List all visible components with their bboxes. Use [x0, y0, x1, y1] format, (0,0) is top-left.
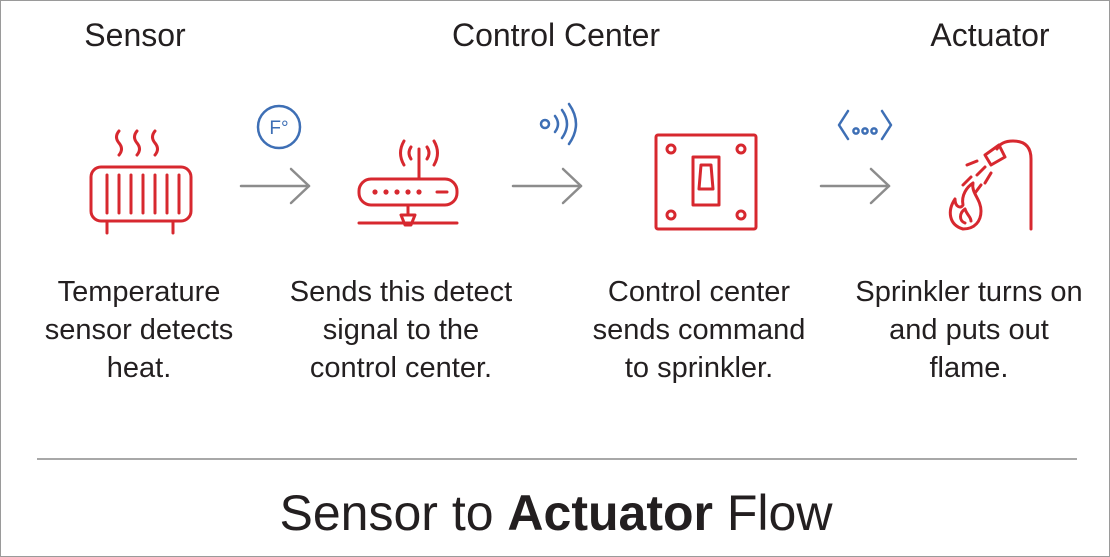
switch-icon	[654, 133, 758, 231]
heater-icon	[89, 129, 193, 235]
arrow-right-icon	[511, 167, 583, 205]
sprinkler-fire-icon	[948, 139, 1033, 231]
arrow-right-icon	[239, 167, 311, 205]
title-suffix: Flow	[713, 485, 833, 541]
fahrenheit-icon: F°	[256, 104, 302, 150]
divider	[37, 458, 1077, 460]
stage-heading-sensor: Sensor	[84, 17, 186, 53]
title-prefix: Sensor to	[279, 485, 508, 541]
step-description-actuator: Sprinkler turns on and puts out flame.	[855, 276, 1083, 384]
stage-heading-control-center: Control Center	[451, 17, 661, 53]
step-description-signal: Sends this detect signal to the control …	[289, 276, 513, 384]
stage-heading-actuator: Actuator	[930, 17, 1050, 53]
code-brackets-icon	[837, 109, 893, 141]
step-description-command: Control center sends command to sprinkle…	[592, 276, 806, 384]
arrow-right-icon	[819, 167, 891, 205]
step-description-sensor: Temperature sensor detects heat.	[44, 276, 234, 384]
title-bold: Actuator	[507, 485, 713, 541]
diagram-title: Sensor to Actuator Flow	[1, 481, 1110, 545]
router-icon	[357, 139, 459, 227]
fahrenheit-label: F°	[269, 118, 288, 139]
wireless-signal-icon	[539, 102, 578, 146]
